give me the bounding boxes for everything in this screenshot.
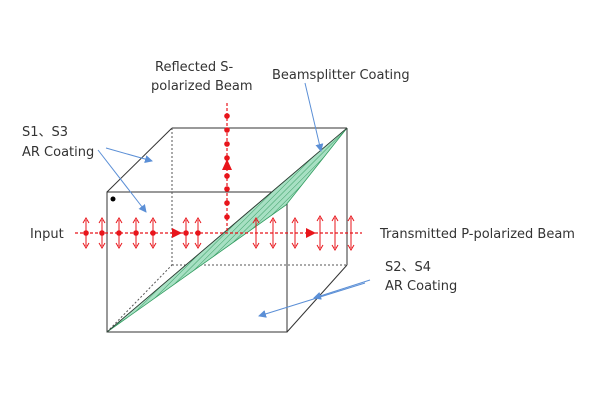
transmitted-beam-label: Transmitted P-polarized Beam [379,227,575,242]
reflected-label-line2: polarized Beam [151,79,253,94]
corner-dot [110,196,116,202]
reflected-label-line1: Reflected S- [155,60,234,75]
input-transmitted-beam [75,228,362,238]
beamsplitter-coating-label: Beamsplitter Coating [272,68,410,83]
reflected-beam [222,103,232,232]
s1-s3-ar-coating-label: AR Coating [22,145,94,160]
input-label: Input [30,227,64,242]
label-pointers [97,82,371,318]
s2-s4-ar-coating-label: AR Coating [385,279,457,294]
p-polarization-arrows [82,215,355,251]
s1-s3-label: S1、S3 [22,125,68,140]
s2-s4-label: S2、S4 [385,260,431,275]
